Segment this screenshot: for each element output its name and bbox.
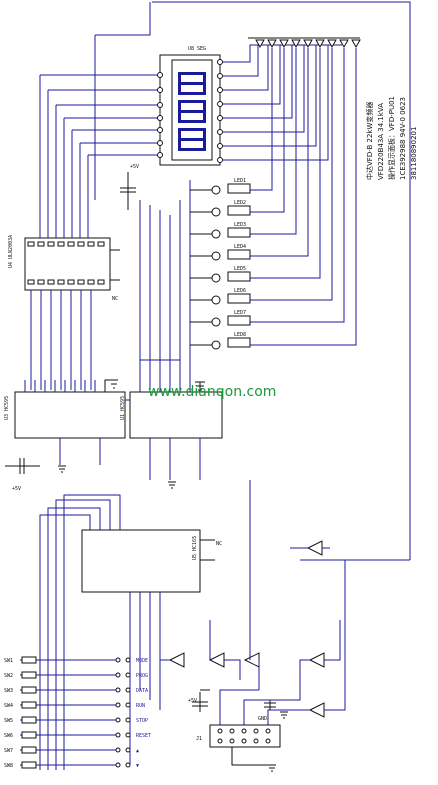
driver-row-7 — [190, 315, 251, 327]
key-label-6: SW6 — [4, 733, 13, 739]
led-label-4: LED4 — [234, 244, 246, 250]
shift-register-left: U3 HC595 — [4, 379, 126, 439]
driver-row-6 — [190, 293, 251, 305]
nc-label-1: NC — [112, 296, 118, 302]
key-label-2: SW2 — [4, 673, 13, 679]
seven-segment-display: U8 SEG — [157, 46, 223, 166]
digit-1 — [178, 72, 206, 95]
driver-row-1 — [190, 183, 251, 195]
note-4: 1CE392988 94V-0 0623 — [399, 97, 407, 180]
shift-left-label: U3 HC595 — [4, 396, 10, 420]
gnd-label: GND — [258, 716, 267, 722]
note-1: 中达VFD-B 22kW变频器 — [365, 102, 374, 180]
key-name-1: MODE — [136, 658, 148, 664]
connector-j1: J1 +5V GND — [188, 659, 310, 766]
key-label-3: SW3 — [4, 688, 13, 694]
display-label: U8 SEG — [188, 46, 206, 52]
note-3: 操作显示面板：VFD-PU01 — [387, 96, 396, 180]
note-2: VFD220B43A 34.1kVA — [377, 103, 385, 180]
decoupling-capacitor-top: +5V — [120, 164, 139, 210]
keypad-switches: SW1 SW2 SW3 SW4 SW5 SW6 SW7 SW8 MODE PRO… — [4, 656, 151, 769]
buffer-gates — [160, 480, 410, 718]
decoder-label: U4 ULN2003A — [8, 235, 14, 268]
decoder-chip: U4 ULN2003A NC — [8, 235, 120, 390]
driver-transistor-stage: LED1 LED2 LED3 LED4 LED5 LED6 LED7 LED8 — [139, 178, 251, 361]
led-label-6: LED6 — [234, 288, 246, 294]
key-name-8: ▼ — [136, 763, 139, 769]
key-label-5: SW5 — [4, 718, 13, 724]
key-label-7: SW7 — [4, 748, 13, 754]
led-label-3: LED3 — [234, 222, 246, 228]
led-label-5: LED5 — [234, 266, 246, 272]
key-name-4: RUN — [136, 703, 145, 709]
driver-row-4 — [190, 249, 251, 261]
key-name-6: RESET — [136, 733, 151, 739]
led-label-1: LED1 — [234, 178, 246, 184]
note-5: 381180890201 — [410, 127, 418, 180]
key-name-2: PROG — [136, 673, 148, 679]
key-name-3: DATA — [136, 688, 148, 694]
led-label-8: LED8 — [234, 332, 246, 338]
driver-row-3 — [190, 227, 251, 239]
wiring-frame — [39, 1, 411, 560]
driver-row-5 — [190, 271, 251, 283]
key-label-1: SW1 — [4, 658, 13, 664]
board-notes: 中达VFD-B 22kW变频器 VFD220B43A 34.1kVA 操作显示面… — [365, 96, 418, 180]
key-name-7: ▲ — [136, 748, 139, 754]
driver-row-8 — [190, 337, 251, 350]
digit-3 — [178, 128, 206, 151]
keyscan-label: U5 HC165 — [192, 536, 198, 560]
power-label-top: +5V — [130, 164, 139, 170]
driver-row-2 — [190, 205, 251, 217]
led-label-7: LED7 — [234, 310, 246, 316]
power-label-bottom: +5V — [188, 698, 197, 704]
segment-bus — [222, 44, 342, 161]
decoupling-capacitor-left: +5V — [5, 458, 40, 492]
keyscan-chip: U5 HC165 NC — [39, 494, 222, 770]
power-label-left: +5V — [12, 486, 21, 492]
indicator-led-array — [236, 37, 361, 346]
nc-label-2: NC — [216, 541, 222, 547]
key-name-5: STOP — [136, 718, 148, 724]
connector-label: J1 — [196, 736, 202, 742]
key-label-8: SW8 — [4, 763, 13, 769]
shift-right-label: U1 HC595 — [120, 396, 126, 420]
key-label-4: SW4 — [4, 703, 13, 709]
led-label-2: LED2 — [234, 200, 246, 206]
watermark-text: www.dianqon.com — [148, 384, 276, 400]
digit-2 — [178, 100, 206, 123]
shift-register-right: U1 HC595 — [120, 350, 223, 439]
